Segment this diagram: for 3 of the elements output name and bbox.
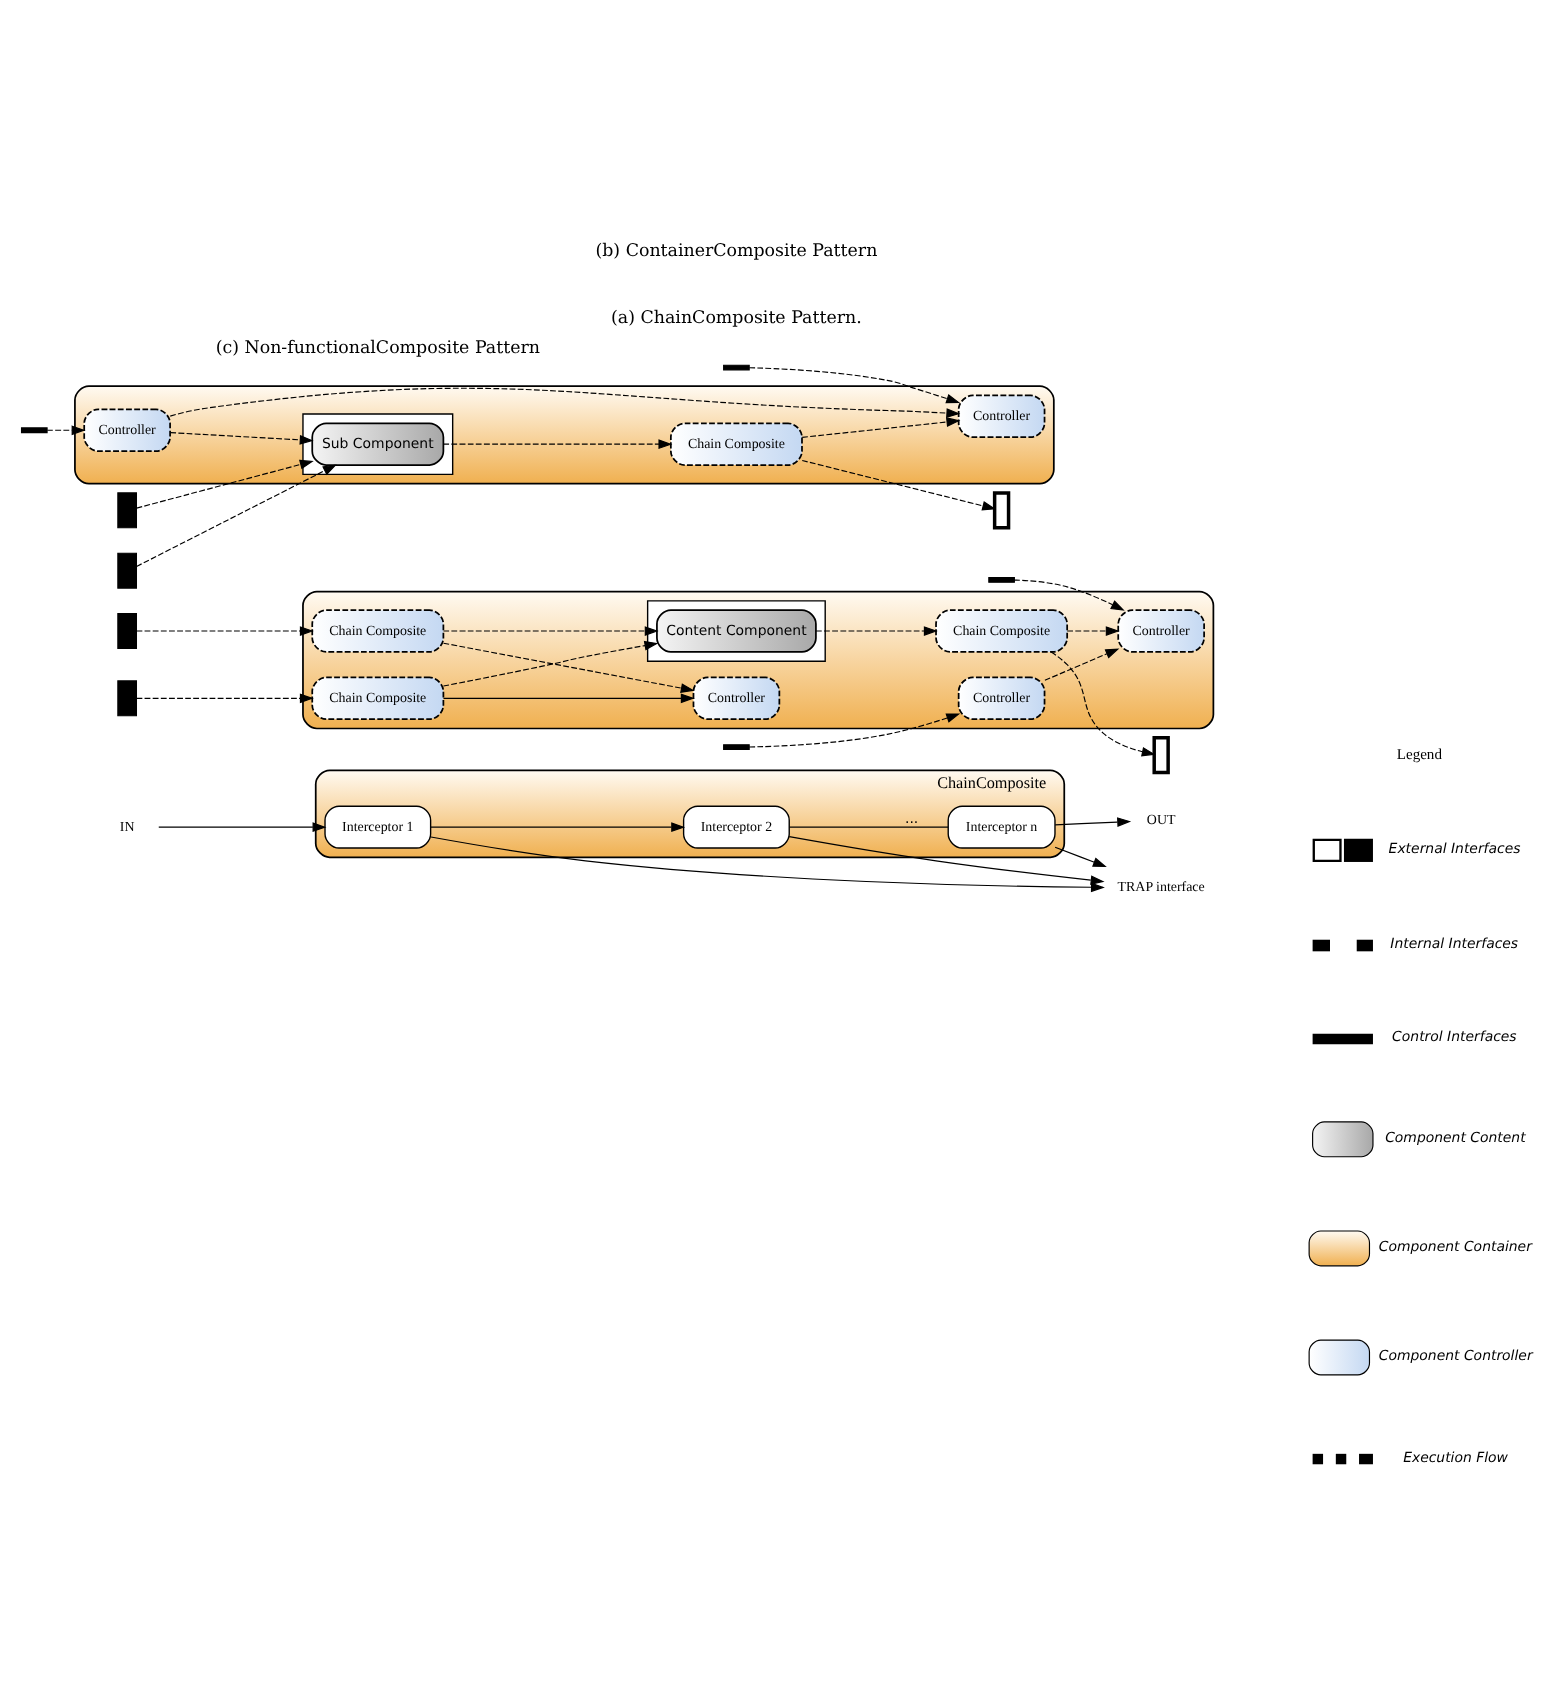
label: (b) ContainerComposite Pattern: [595, 240, 878, 261]
label: (a) ChainComposite Pattern.: [611, 307, 862, 328]
label: (c) Non-functionalComposite Pattern: [215, 338, 540, 359]
